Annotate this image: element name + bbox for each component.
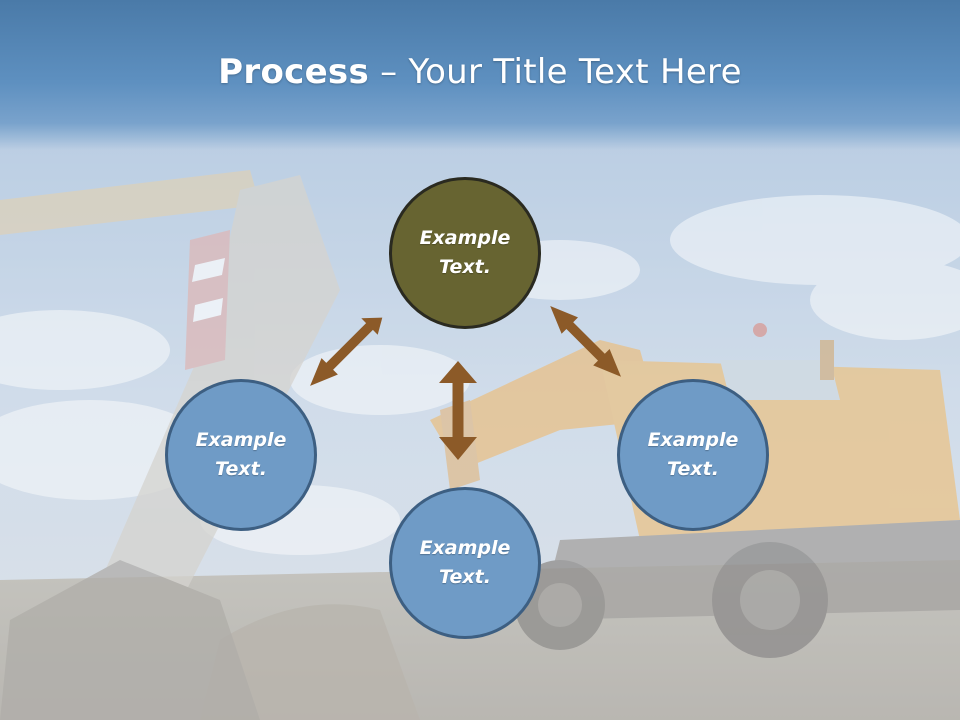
process-node-bottom: Example Text. xyxy=(389,487,541,639)
title-bar: Process – Your Title Text Here xyxy=(0,0,960,150)
process-node-right-label: Example Text. xyxy=(647,429,739,480)
process-node-left: Example Text. xyxy=(165,379,317,531)
process-node-center: Example Text. xyxy=(389,177,541,329)
process-node-center-label: Example Text. xyxy=(419,227,511,278)
title-rest-text: – Your Title Text Here xyxy=(369,52,742,92)
process-node-bottom-label: Example Text. xyxy=(419,537,511,588)
slide-title: Process – Your Title Text Here xyxy=(0,52,960,92)
process-node-right: Example Text. xyxy=(617,379,769,531)
double-arrow-vertical xyxy=(439,361,477,460)
process-node-left-label: Example Text. xyxy=(195,429,287,480)
double-arrow-upper-left xyxy=(310,317,383,386)
title-bold-text: Process xyxy=(218,52,370,92)
double-arrow-upper-right xyxy=(550,306,621,377)
